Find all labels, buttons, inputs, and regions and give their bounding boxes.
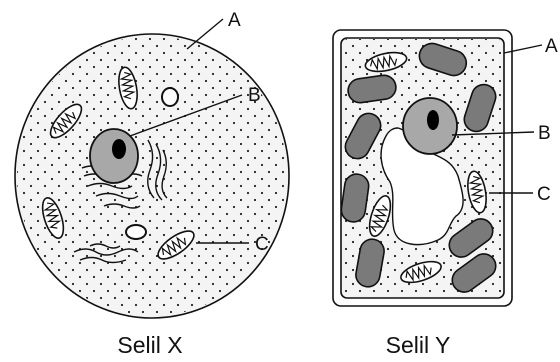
cell-y-caption: Selil Y xyxy=(386,332,451,358)
cell-x-vesicle xyxy=(126,225,146,239)
cell-x-label-b: B xyxy=(248,85,261,106)
cell-x: A B C Selil X xyxy=(15,10,289,358)
cell-y: A B C Selil Y xyxy=(333,30,558,358)
cell-x-nucleus xyxy=(90,129,138,183)
cell-x-vesicle xyxy=(162,88,178,106)
cell-x-label-c: C xyxy=(255,234,269,255)
cell-x-cytoplasm-dots xyxy=(17,36,287,316)
cell-y-label-b: B xyxy=(538,123,551,144)
cell-x-nucleolus xyxy=(112,139,126,159)
cell-y-label-a: A xyxy=(545,36,558,57)
cell-x-caption: Selil X xyxy=(117,332,182,358)
cell-y-nucleolus xyxy=(427,110,439,130)
cell-x-label-a: A xyxy=(228,10,241,31)
cell-y-label-c: C xyxy=(537,184,551,205)
